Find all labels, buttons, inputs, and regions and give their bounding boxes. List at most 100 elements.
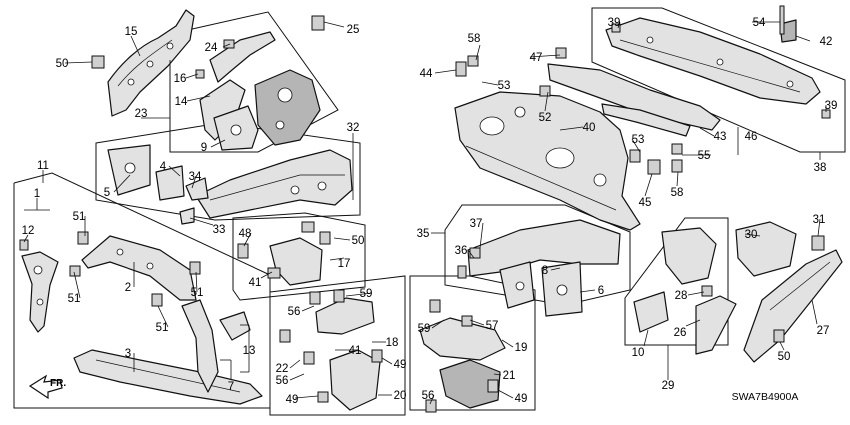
- part-callout-31: 31: [813, 214, 826, 226]
- part-callout-29: 29: [662, 380, 675, 392]
- part-callout-1: 1: [34, 188, 40, 200]
- part-callout-57: 57: [486, 320, 499, 332]
- leader-line: [191, 175, 197, 189]
- part-callout-48: 48: [239, 228, 252, 240]
- part-callout-51: 51: [156, 322, 169, 334]
- leader-line: [685, 319, 701, 327]
- leader-line: [23, 234, 29, 243]
- leader-line: [631, 138, 641, 153]
- part-callout-39: 39: [825, 100, 838, 112]
- part-callout-16: 16: [174, 73, 187, 85]
- part-callout-18: 18: [386, 337, 399, 349]
- front-upper-arch-part: [107, 9, 195, 117]
- leader-line: [222, 43, 231, 48]
- leader-line: [559, 126, 584, 131]
- leader-line: [617, 21, 621, 29]
- part-callout-47: 47: [530, 52, 543, 64]
- part-callout-23: 23: [135, 108, 148, 120]
- part-callout-58: 58: [468, 33, 481, 45]
- leader-line: [529, 54, 561, 58]
- part-callout-26: 26: [674, 327, 687, 339]
- part-callout-3: 3: [125, 348, 131, 360]
- part-callout-7: 7: [228, 381, 234, 393]
- leader-line: [579, 289, 596, 293]
- leader-line: [493, 373, 502, 376]
- leader-line: [168, 165, 181, 177]
- part-callout-17: 17: [338, 258, 351, 270]
- bulkhead-lower-part: [73, 349, 263, 405]
- leader-line: [113, 174, 131, 193]
- part-callout-37: 37: [470, 218, 483, 230]
- leader-line: [687, 291, 705, 296]
- bulkhead-upper-part: [69, 231, 201, 307]
- parts: [19, 5, 843, 413]
- front-pillar-part: [19, 239, 59, 333]
- part-callout-5: 5: [104, 187, 110, 199]
- part-callout-36: 36: [455, 245, 468, 257]
- part-callout-41: 41: [249, 277, 262, 289]
- drawing-code: SWA7B4900A: [732, 391, 799, 403]
- part-callout-46: 46: [745, 131, 758, 143]
- part-callout-42: 42: [820, 36, 833, 48]
- part-callout-58: 58: [671, 187, 684, 199]
- part-callout-50: 50: [56, 58, 69, 70]
- part-callout-50: 50: [778, 351, 791, 363]
- front-direction-arrow: FR.: [28, 374, 66, 400]
- part-callout-51: 51: [68, 293, 81, 305]
- part-callout-13: 13: [243, 345, 256, 357]
- leader-line: [744, 233, 761, 237]
- leader-line: [795, 35, 811, 42]
- part-callout-55: 55: [698, 150, 711, 162]
- part-callout-51: 51: [73, 211, 86, 223]
- part-callout-39: 39: [608, 17, 621, 29]
- leader-line: [345, 292, 373, 297]
- cowl-lower-part: [455, 47, 721, 137]
- leader-line: [501, 339, 514, 348]
- part-callout-12: 12: [22, 225, 35, 237]
- part-callout-4: 4: [160, 161, 167, 173]
- part-callout-53: 53: [632, 134, 645, 146]
- part-callout-27: 27: [817, 325, 830, 337]
- part-callout-56: 56: [288, 306, 301, 318]
- leader-line: [185, 73, 199, 79]
- part-callout-32: 32: [347, 122, 360, 134]
- part-callout-44: 44: [420, 68, 433, 80]
- part-callout-30: 30: [745, 229, 758, 241]
- leader-line: [550, 267, 561, 271]
- leader-line: [243, 232, 252, 247]
- part-callout-38: 38: [814, 162, 827, 174]
- part-callout-59: 59: [418, 323, 431, 335]
- dashboard-panel-part: [454, 91, 641, 231]
- leader-line: [644, 173, 653, 197]
- frame-bracket-group: [232, 212, 366, 301]
- part-callout-33: 33: [213, 224, 226, 236]
- side-frame-part: [195, 149, 353, 219]
- rear-wheelhouse-part: [633, 221, 843, 363]
- leader-line: [467, 249, 475, 259]
- part-callout-59: 59: [360, 288, 373, 300]
- wheelhouse-brackets: [107, 144, 209, 225]
- rear-frame-part: [467, 219, 621, 317]
- leader-line: [289, 373, 305, 381]
- part-callout-21: 21: [503, 370, 516, 382]
- part-callout-14: 14: [175, 96, 188, 108]
- upper-frame-part: [199, 31, 321, 151]
- bracket-17-part: [237, 221, 331, 286]
- part-callout-19: 19: [515, 342, 528, 354]
- leader-line: [157, 305, 169, 328]
- leader-line: [294, 395, 319, 399]
- leader-line: [130, 35, 141, 57]
- part-callout-10: 10: [632, 347, 645, 359]
- part-callout-34: 34: [189, 171, 202, 183]
- part-callout-53: 53: [498, 80, 511, 92]
- leader-line: [301, 305, 315, 312]
- part-callout-9: 9: [201, 142, 207, 154]
- part-callout-25: 25: [347, 24, 360, 36]
- arrow-icon: [28, 374, 63, 400]
- part-callout-50: 50: [352, 235, 365, 247]
- leader-line: [479, 222, 484, 249]
- part-callout-49: 49: [394, 359, 407, 371]
- part-callout-6: 6: [598, 285, 604, 297]
- leader-line: [497, 389, 514, 399]
